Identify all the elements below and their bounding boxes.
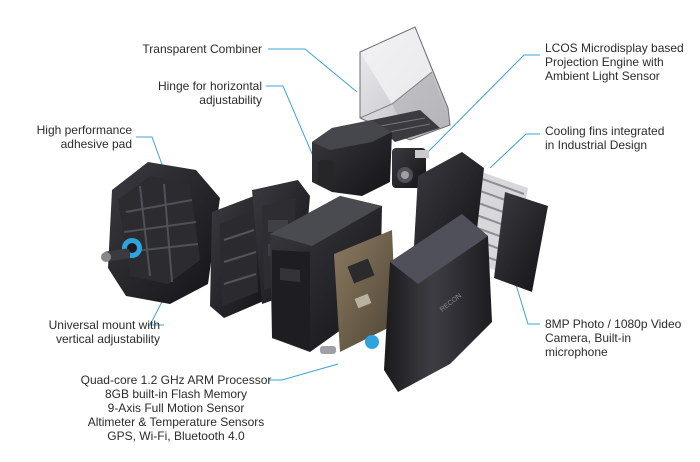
- leader-cooling: [489, 133, 540, 169]
- callout-line: Hinge for horizontal: [158, 79, 262, 93]
- pcb-board: [320, 230, 396, 354]
- leader-lines: [136, 48, 540, 381]
- callout-line: Altimeter & Temperature Sensors: [88, 415, 265, 429]
- callout-combiner: Transparent Combiner: [142, 42, 262, 56]
- callout-line: 8GB built-in Flash Memory: [105, 387, 247, 401]
- leader-processor: [268, 363, 339, 381]
- rear-panel: [494, 192, 548, 292]
- callout-combiner-text: Transparent Combiner: [142, 42, 262, 56]
- callout-line: LCOS Microdisplay based: [545, 41, 684, 55]
- callout-line: High performance: [37, 123, 133, 137]
- callout-line: 9-Axis Full Motion Sensor: [108, 401, 245, 415]
- callout-line: Cooling fins integrated: [545, 124, 664, 138]
- adhesive-pad: [101, 162, 220, 304]
- callout-line: microphone: [545, 345, 608, 359]
- callout-line: Projection Engine with: [545, 55, 664, 69]
- callout-line: Camera, Built-in: [545, 331, 631, 345]
- callout-line: adjustability: [199, 93, 262, 107]
- callout-line: in Industrial Design: [545, 138, 647, 152]
- callout-line: vertical adjustability: [56, 332, 160, 346]
- callout-line: 8MP Photo / 1080p Video: [545, 317, 682, 331]
- leader-combiner: [268, 48, 358, 93]
- lcos-projection-engine: [392, 148, 429, 188]
- callout-line: Universal mount with: [49, 318, 160, 332]
- transparent-combiner: [359, 26, 451, 142]
- callout-line: adhesive pad: [61, 137, 132, 151]
- hinge-housing: [312, 120, 392, 196]
- leader-mount: [149, 293, 167, 326]
- callout-line: GPS, Wi-Fi, Bluetooth 4.0: [107, 429, 245, 443]
- leader-lcos: [419, 54, 540, 161]
- front-cover: RECON: [384, 214, 492, 392]
- callout-line: Quad-core 1.2 GHz ARM Processor: [81, 373, 272, 387]
- leader-hinge: [266, 85, 317, 164]
- callout-line: Transparent Combiner: [142, 42, 262, 56]
- callout-line: Ambient Light Sensor: [545, 69, 660, 83]
- leader-adhesive: [136, 136, 165, 171]
